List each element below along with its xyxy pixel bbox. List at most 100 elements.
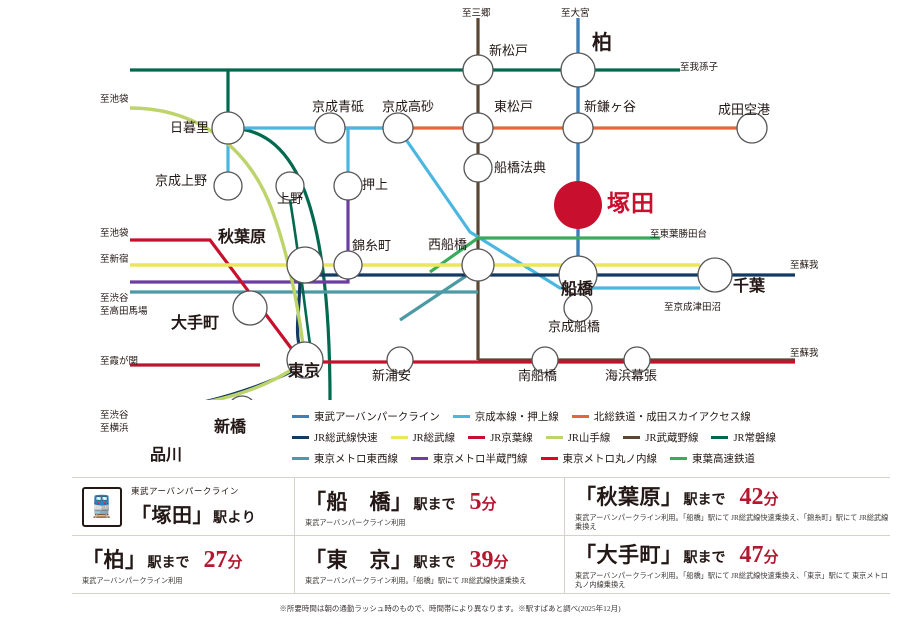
station-label-shin-kamagaya: 新鎌ヶ谷 <box>584 99 637 114</box>
origin-text-block: 東武アーバンパークライン 「塚田」駅より <box>131 485 256 528</box>
station-node-shimbashi <box>231 395 253 400</box>
train-glyph-icon: 🚆 <box>88 494 116 518</box>
legend-item-metro-hanzomon: 東京メトロ半蔵門線 <box>411 451 528 466</box>
legend-swatch-icon <box>711 435 729 440</box>
station-label-higashi-matsudo: 東松戸 <box>494 99 534 114</box>
legend-item-keisei-main: 京成本線・押上線 <box>452 409 559 424</box>
legend-label: 東武アーバンパークライン <box>314 412 440 423</box>
route-note: 東武アーバンパークライン利用。「船橋」駅にて JR総武線快速乗換え <box>305 576 527 585</box>
station-label-akihabara: 秋葉原 <box>218 229 267 246</box>
table-row: 🚆 東武アーバンパークライン 「塚田」駅より 「船 橋」 駅まで 5分 東武アー… <box>72 478 890 536</box>
legend-label: JR京葉線 <box>490 433 533 444</box>
origin-line-name: 東武アーバンパークライン <box>131 486 239 496</box>
station-label-kinshicho: 錦糸町 <box>352 238 392 253</box>
route-time-number: 47 <box>739 542 764 568</box>
direction-label-ikebukuro-2: 至池袋 <box>100 229 129 239</box>
station-node-minami-funabashi <box>531 346 559 374</box>
map-legend: 東武アーバンパークライン 京成本線・押上線 北総鉄道・成田スカイアクセス線 JR… <box>292 406 892 469</box>
route-time-unit: 分 <box>763 492 779 508</box>
station-label-otemachi: 大手町 <box>171 315 220 332</box>
route-time-number: 5 <box>469 488 482 515</box>
station-node-oshiage <box>333 171 363 201</box>
station-label-shinagawa: 品川 <box>150 447 183 464</box>
legend-label: JR山手線 <box>567 433 611 444</box>
route-station-name: 「柏」 <box>82 547 147 572</box>
station-node-higashi-matsudo <box>462 112 494 144</box>
legend-label: 東葉高速鉄道 <box>692 454 755 465</box>
route-cell-otemachi: 「大手町」 駅まで 47分 東武アーバンパークライン利用。「船橋」駅にて JR総… <box>564 536 890 593</box>
legend-item-jr-musashino: JR武蔵野線 <box>623 430 698 445</box>
legend-swatch-icon <box>468 435 486 440</box>
station-label-funabashi: 船橋 <box>561 281 594 298</box>
station-node-keisei-funabashi <box>563 293 593 323</box>
legend-item-jr-sobu-rapid: JR総武線快速 <box>292 430 378 445</box>
station-label-nippori: 日暮里 <box>170 120 210 135</box>
route-note: 東武アーバンパークライン利用。「船橋」駅にて JR総武線快速乗換え、「錦糸町」駅… <box>575 514 889 531</box>
direction-label-yokohama: 至横浜 <box>100 424 129 434</box>
station-node-tokyo <box>286 341 324 379</box>
table-row: 「柏」 駅まで 27分 東武アーバンパークライン利用 「東 京」 駅まで 39分… <box>72 536 890 593</box>
legend-swatch-icon <box>670 456 687 461</box>
route-to-label: 駅まで <box>683 551 726 566</box>
route-cell-funabashi: 「船 橋」 駅まで 5分 東武アーバンパークライン利用 <box>294 478 564 535</box>
legend-item-jr-joban: JR常磐線 <box>711 430 776 445</box>
legend-swatch-icon <box>623 435 641 440</box>
route-time-value: 5分 <box>470 489 497 516</box>
route-time-unit: 分 <box>493 554 509 571</box>
legend-item-jr-sobu: JR総武線 <box>390 430 455 445</box>
highlight-station-dot <box>554 181 602 229</box>
line-toyo-rapid <box>429 236 660 274</box>
legend-item-metro-marunouchi: 東京メトロ丸ノ内線 <box>540 451 657 466</box>
route-time-value: 27分 <box>204 547 243 574</box>
direction-label-soga-1: 至蘇我 <box>790 261 819 271</box>
legend-item-jr-yamanote: JR山手線 <box>545 430 611 445</box>
route-time-unit: 分 <box>227 554 243 571</box>
line-keisei-main <box>396 127 700 290</box>
line-metro-hanzomon <box>250 186 350 284</box>
origin-station-label: 「塚田」 <box>131 505 213 527</box>
station-label-kaihin-makuhari: 海浜幕張 <box>605 368 658 383</box>
route-station-name: 「船 橋」 <box>305 489 413 514</box>
legend-swatch-icon <box>411 456 428 461</box>
legend-item-tobu-urban-park: 東武アーバンパークライン <box>292 409 440 424</box>
legend-swatch-icon <box>292 435 309 440</box>
route-block: 「船 橋」 駅まで 5分 東武アーバンパークライン利用 <box>305 486 564 528</box>
station-node-chiba <box>697 257 733 293</box>
train-icon: 🚆 <box>82 486 122 527</box>
station-label-ueno: 上野 <box>277 191 304 206</box>
legend-item-hokuso-skyaccess: 北総鉄道・成田スカイアクセス線 <box>571 409 751 424</box>
origin-station-name: 「塚田」駅より <box>131 499 256 528</box>
station-label-minami-funabashi: 南船橋 <box>518 368 558 383</box>
legend-swatch-icon <box>292 456 309 461</box>
station-label-keisei-aoto: 京成青砥 <box>312 99 365 114</box>
legend-label: JR総武線快速 <box>314 433 378 444</box>
line-metro-marunouchi <box>130 238 302 361</box>
station-label-tokyo: 東京 <box>288 363 321 380</box>
direction-label-misato: 至三郷 <box>462 9 491 19</box>
route-time-value: 39分 <box>470 547 509 574</box>
route-station-name: 「東 京」 <box>305 547 413 572</box>
route-main-line: 「大手町」 駅まで 47分 <box>575 539 890 569</box>
origin-station-cell: 🚆 東武アーバンパークライン 「塚田」駅より <box>72 478 294 535</box>
direction-label-omiya: 至大宮 <box>561 9 590 19</box>
route-main-line: 「柏」 駅まで 27分 <box>82 544 294 574</box>
station-node-shin-urayasu <box>386 346 414 374</box>
route-station-name: 「大手町」 <box>575 543 683 567</box>
station-label-oshiage: 押上 <box>362 177 389 192</box>
route-main-line: 「東 京」 駅まで 39分 <box>305 544 564 574</box>
legend-swatch-icon <box>540 456 558 461</box>
station-node-funabashi-hoten <box>463 153 493 183</box>
legend-label: JR常磐線 <box>733 433 777 444</box>
route-note: 東武アーバンパークライン利用 <box>82 576 183 585</box>
route-time-number: 42 <box>739 484 764 510</box>
direction-label-shibuya-1: 至渋谷 <box>100 294 129 304</box>
route-main-line: 「船 橋」 駅まで 5分 <box>305 486 564 516</box>
station-label-shinmatsudo: 新松戸 <box>489 43 529 58</box>
route-block: 「東 京」 駅まで 39分 東武アーバンパークライン利用。「船橋」駅にて JR総… <box>305 544 564 586</box>
direction-label-abiko: 至我孫子 <box>680 63 719 73</box>
route-cell-tokyo: 「東 京」 駅まで 39分 東武アーバンパークライン利用。「船橋」駅にて JR総… <box>294 536 564 593</box>
highlight-station-label: 塚田 <box>607 191 655 216</box>
legend-swatch-icon <box>452 414 470 419</box>
legend-swatch-icon <box>545 435 563 440</box>
